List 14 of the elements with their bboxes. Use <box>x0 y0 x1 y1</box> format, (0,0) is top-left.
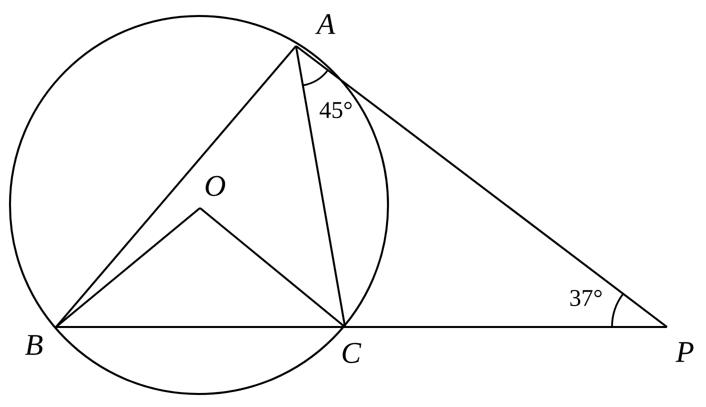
point-label: C <box>342 342 362 364</box>
point-label: O <box>206 176 226 196</box>
line-segment <box>55 207 201 328</box>
line-segment <box>345 326 667 328</box>
line-segment <box>295 45 668 328</box>
angle-label: 37° <box>570 290 602 306</box>
line-segment <box>199 207 346 328</box>
point-label: A <box>315 14 336 34</box>
line-segment <box>295 46 346 328</box>
line-segment <box>56 326 345 328</box>
line-segment <box>55 45 297 328</box>
angle-label: 45° <box>320 102 352 118</box>
point-label: P <box>676 342 694 362</box>
point-label: B <box>25 335 43 355</box>
